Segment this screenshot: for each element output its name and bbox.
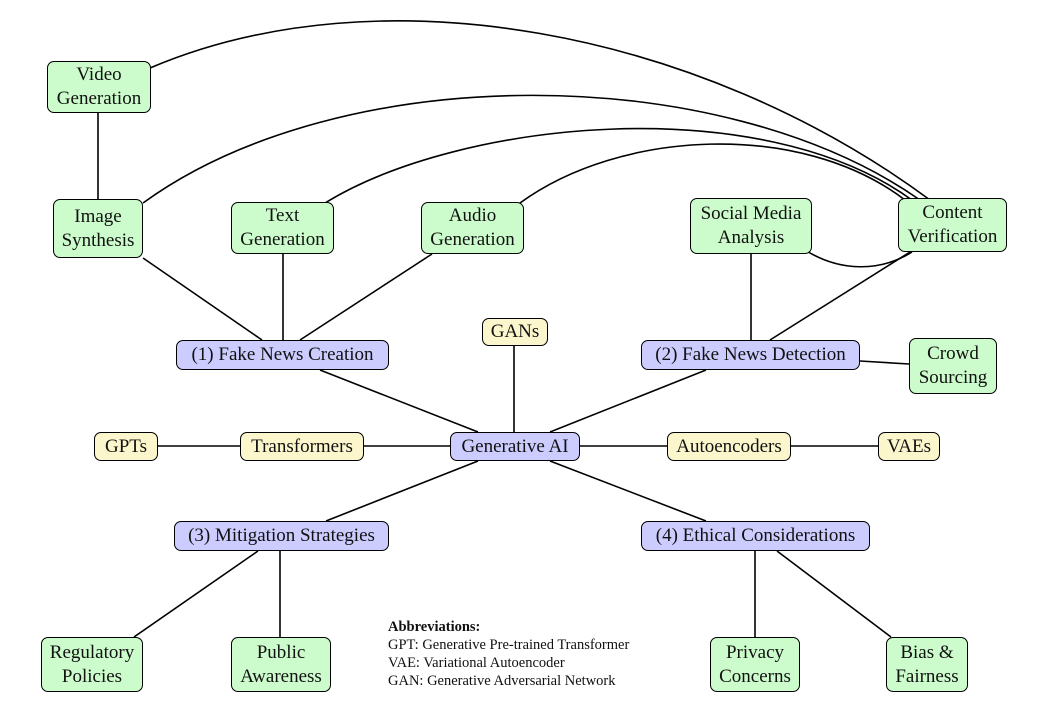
node-privacy-concerns: Privacy Concerns <box>710 637 800 692</box>
abbreviations-title: Abbreviations: <box>388 619 481 635</box>
node-regulatory-policies-label: Regulatory Policies <box>49 641 135 687</box>
node-gans-label: GANs <box>490 321 540 343</box>
node-ethical-considerations: (4) Ethical Considerations <box>641 521 870 551</box>
node-autoencoders-label: Autoencoders <box>676 435 782 457</box>
node-fake-news-creation-label: (1) Fake News Creation <box>191 344 374 366</box>
node-crowd-sourcing: Crowd Sourcing <box>909 338 997 394</box>
edge-audio-fakecreation <box>299 253 433 341</box>
node-generative-ai-label: Generative AI <box>461 435 569 457</box>
edge-text-content-arc <box>324 127 913 204</box>
node-mitigation-strategies-label: (3) Mitigation Strategies <box>188 525 375 547</box>
node-privacy-concerns-label: Privacy Concerns <box>719 641 791 687</box>
edge-video-content-arc <box>149 20 931 201</box>
edge-fakedetection-genai <box>549 369 707 433</box>
node-fake-news-creation: (1) Fake News Creation <box>176 340 389 370</box>
node-social-media-analysis: Social Media Analysis <box>690 198 812 254</box>
edge-mitigation-regulatory <box>133 550 259 638</box>
node-vaes: VAEs <box>878 432 940 461</box>
node-vaes-label: VAEs <box>887 435 931 457</box>
node-social-media-analysis-label: Social Media Analysis <box>700 203 802 248</box>
abbreviation-gan: GAN: Generative Adversarial Network <box>388 673 616 689</box>
edge-social-content-arc <box>804 249 913 268</box>
node-gpts: GPTs <box>94 432 158 461</box>
node-bias-fairness-label: Bias & Fairness <box>895 641 959 687</box>
edge-fakecreation-genai <box>319 369 479 433</box>
edge-genai-ethical <box>549 460 707 522</box>
node-mitigation-strategies: (3) Mitigation Strategies <box>174 521 389 551</box>
node-bias-fairness: Bias & Fairness <box>886 637 968 692</box>
edge-crowd-fakedetection <box>859 360 910 365</box>
node-text-generation-label: Text Generation <box>240 205 325 250</box>
node-gans: GANs <box>482 318 548 346</box>
node-transformers-label: Transformers <box>251 435 353 457</box>
node-public-awareness: Public Awareness <box>231 637 331 692</box>
edge-content-fakedetection <box>769 251 911 341</box>
edge-genai-mitigation <box>325 460 479 522</box>
node-ethical-considerations-label: (4) Ethical Considerations <box>655 525 856 547</box>
abbreviations-legend: Abbreviations: GPT: Generative Pre-train… <box>388 618 629 690</box>
node-fake-news-detection: (2) Fake News Detection <box>641 340 860 370</box>
node-video-generation-label: Video Generation <box>56 64 142 109</box>
node-crowd-sourcing-label: Crowd Sourcing <box>918 343 988 388</box>
abbreviation-gpt: GPT: Generative Pre-trained Transformer <box>388 637 630 653</box>
edge-image-content-arc <box>142 94 921 204</box>
edge-ethical-bias <box>776 550 892 638</box>
node-fake-news-detection-label: (2) Fake News Detection <box>655 344 846 366</box>
node-text-generation: Text Generation <box>231 202 334 254</box>
node-audio-generation-label: Audio Generation <box>430 205 515 250</box>
edge-audio-content-arc <box>519 143 906 204</box>
edge-image-fakecreation <box>142 257 263 341</box>
node-content-verification-label: Content Verification <box>907 202 998 247</box>
node-public-awareness-label: Public Awareness <box>240 641 322 687</box>
node-generative-ai: Generative AI <box>450 432 580 461</box>
node-content-verification: Content Verification <box>898 198 1007 252</box>
node-image-synthesis-label: Image Synthesis <box>61 205 135 251</box>
node-video-generation: Video Generation <box>47 61 151 113</box>
node-gpts-label: GPTs <box>105 435 147 457</box>
node-audio-generation: Audio Generation <box>421 202 524 254</box>
abbreviation-vae: VAE: Variational Autoencoder <box>388 655 565 671</box>
node-regulatory-policies: Regulatory Policies <box>41 637 143 692</box>
node-transformers: Transformers <box>240 432 364 461</box>
node-autoencoders: Autoencoders <box>667 432 791 461</box>
node-image-synthesis: Image Synthesis <box>53 199 143 258</box>
